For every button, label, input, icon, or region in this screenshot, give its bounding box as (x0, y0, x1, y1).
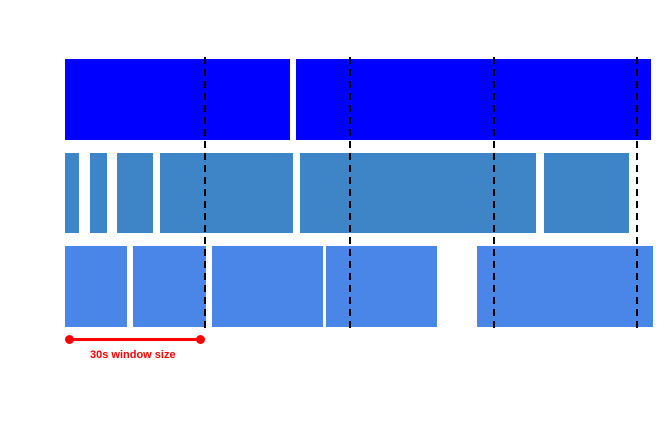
row-2-segment (117, 153, 153, 233)
row-3-segment (133, 246, 206, 327)
row-1-segment (65, 59, 290, 140)
row-2-segment (160, 153, 293, 233)
window-boundary-dashed-line (349, 57, 351, 330)
arrow-endpoint-left (65, 335, 74, 344)
row-3-segment (65, 246, 127, 327)
row-2-segment (65, 153, 79, 233)
window-size-label: 30s window size (90, 349, 176, 361)
row-2-segment (544, 153, 629, 233)
window-size-arrow-line (68, 338, 202, 341)
row-3-segment (326, 246, 437, 327)
row-3-segment (212, 246, 323, 327)
row-1-segment (296, 59, 651, 140)
window-boundary-dashed-line (204, 57, 206, 330)
row-3-segment (477, 246, 653, 327)
row-2-segment (300, 153, 536, 233)
window-boundary-dashed-line (636, 57, 638, 330)
row-2-segment (90, 153, 107, 233)
arrow-endpoint-right (196, 335, 205, 344)
window-boundary-dashed-line (493, 57, 495, 330)
